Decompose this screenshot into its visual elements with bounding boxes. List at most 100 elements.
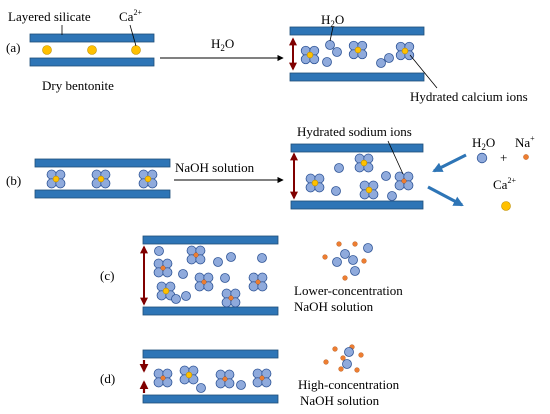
hydrated-sodium-ion [153,368,173,388]
hydrated-calcium-ion [46,169,66,189]
low-concentration-sample [322,241,373,281]
calcium-ion [42,45,52,55]
hydrated-sodium-ion [252,368,272,388]
hydrated-calcium-ion [395,41,415,61]
high-concentration-label-2: NaOH solution [300,393,380,408]
hydrated-calcium-ion [354,153,374,173]
panel-d: (d) High-concentration NaOH solution [100,344,400,408]
water-molecule [220,273,230,283]
water-molecule [162,267,173,278]
water-molecule [322,57,332,67]
sodium-ion [255,279,261,285]
sodium-ion [193,252,199,258]
panel-d-tag: (d) [100,371,115,386]
water-molecule [257,281,268,292]
hydrated-sodium-ion [153,258,173,278]
outflow-arrow [427,185,464,207]
hydrated-calcium-ion [179,365,199,385]
water-molecule [181,291,191,301]
water-molecule [236,380,246,390]
silicate-layer [29,33,155,43]
hydrated-calcium-ion [348,40,368,60]
calcium-ion [162,287,170,295]
silicate-layer [142,235,279,245]
hydrated-sodium-label: Hydrated sodium ions [297,124,412,139]
water-molecule [162,377,173,388]
hydrated-sodium-ion [186,245,206,265]
calcium-ion [131,45,141,55]
sodium-ion [401,178,407,184]
calcium-label-b: Ca2+ [493,176,516,192]
hydrated-ions-d [153,365,272,393]
high-concentration-sample [323,344,364,373]
panel-b-tag: (b) [6,173,21,188]
calcium-label: Ca2+ [119,8,142,24]
silicate-layer [142,394,279,404]
water-molecule [403,180,414,191]
water-pointer-a [329,26,334,42]
sodium-ion [259,375,265,381]
silicate-layer [289,72,425,82]
low-concentration-label-1: Lower-concentration [294,283,403,298]
hydrated-ions-c [153,245,268,308]
silicate-layer [34,189,171,199]
layered-silicate-label: Layered silicate [8,9,91,24]
sodium-ion [160,375,166,381]
hydrated-calcium-pointer [409,54,438,89]
water-molecule [171,294,181,304]
hydrated-calcium-ion [305,173,325,193]
calcium-ion [306,51,314,59]
naoh-solution-label: NaOH solution [175,160,255,175]
water-molecule [154,246,164,256]
silicate-layer [142,349,279,359]
hydrated-ions-b-right [305,153,414,201]
calcium-ion [52,175,60,183]
calcium-ion [87,45,97,55]
calcium-ion [354,46,362,54]
low-concentration-label-2: NaOH solution [294,299,374,314]
water-molecule [213,257,223,267]
calcium-ions-dry [42,45,141,55]
water-molecule [334,163,344,173]
calcium-ion [97,175,105,183]
water-molecule [325,40,335,50]
calcium-ion [401,47,409,55]
calcium-ion [501,201,511,211]
panel-a: (a) Layered silicate Ca2+ Dry bentonite … [6,8,528,104]
plus-sign: + [500,150,507,165]
water-molecule [381,171,391,181]
water-molecule [203,281,214,292]
hydrated-sodium-ion [194,272,214,292]
water-molecule [257,253,267,263]
water-molecule [376,58,386,68]
calcium-ion [360,159,368,167]
water-label-b: H2O [472,135,495,152]
water-label-a: H2O [321,12,344,29]
water-molecule [476,152,488,164]
silicate-layer [289,26,425,36]
panel-b: (b) NaOH solution Hydrated sodium ions [6,124,535,211]
hydrated-calcium-clusters-b-left [46,169,158,189]
water-molecule [384,53,394,63]
panel-c-tag: (c) [100,268,114,283]
dry-bentonite-label: Dry bentonite [42,78,114,93]
water-molecule [195,254,206,265]
hydrated-calcium-ion [359,180,379,200]
panel-c: (c) [100,235,403,316]
silicate-layer [29,57,155,67]
hydrated-calcium-ion [138,169,158,189]
sodium-ion [160,265,166,271]
sodium-ion [201,279,207,285]
hydration-label: H2O [211,36,234,53]
water-molecule [261,377,272,388]
sodium-label: Na+ [515,134,535,150]
hydrated-calcium-label: Hydrated calcium ions [410,89,528,104]
hydrated-sodium-ion [215,369,235,389]
sodium-ion [222,376,228,382]
water-molecule [230,297,241,308]
water-molecule [331,186,341,196]
hydrated-sodium-ion [248,272,268,292]
calcium-pointer [129,24,137,47]
